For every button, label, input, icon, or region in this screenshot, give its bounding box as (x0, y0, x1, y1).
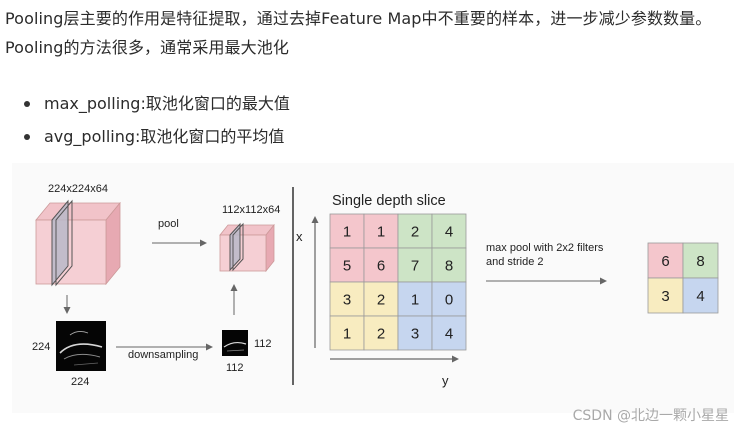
input-grid-cell (397, 213, 433, 249)
small-volume (219, 222, 275, 273)
pooling-figure: 224x224x64 pool 112x112x64 224 224 downs (12, 163, 734, 413)
input-grid-value: 4 (445, 223, 453, 240)
output-grid-cell (647, 277, 684, 314)
input-grid-cell (431, 247, 467, 283)
input-grid-cell (431, 281, 467, 317)
small-map-side-label: 112 (254, 338, 272, 350)
input-grid-value: 4 (445, 325, 453, 342)
input-grid-value: 1 (411, 291, 419, 308)
big-volume (35, 199, 121, 287)
input-grid-cell (363, 315, 399, 351)
small-feature-map-image (222, 330, 248, 356)
output-grid-cell (682, 277, 719, 314)
big-volume-label: 224x224x64 (48, 183, 108, 195)
input-grid-value: 1 (343, 223, 351, 240)
output-grid-value: 6 (661, 253, 669, 270)
pool-label: pool (158, 218, 179, 230)
input-grid-value: 1 (343, 325, 351, 342)
input-grid-cell (329, 315, 365, 351)
output-grid-value: 3 (661, 288, 669, 305)
bullet-max-pooling: max_polling:取池化窗口的最大值 (22, 87, 290, 120)
big-map-side-label: 224 (32, 341, 50, 353)
input-grid-cell (431, 213, 467, 249)
slice-title: Single depth slice (332, 193, 446, 209)
input-grid-value: 5 (343, 257, 351, 274)
output-grid-value: 8 (696, 253, 704, 270)
intro-paragraph: Pooling层主要的作用是特征提取，通过去掉Feature Map中不重要的样… (5, 9, 712, 57)
small-map-bottom-label: 112 (226, 362, 244, 374)
input-grid-value: 6 (377, 257, 385, 274)
watermark: CSDN @北边一颗小星星 (572, 408, 729, 424)
y-axis-label: y (442, 373, 449, 388)
input-grid-cell (329, 247, 365, 283)
input-grid-value: 0 (445, 291, 453, 308)
input-grid-value: 2 (411, 223, 419, 240)
bullet-avg-pooling: avg_polling:取池化窗口的平均值 (22, 120, 290, 153)
operation-label-line2: and stride 2 (486, 256, 543, 268)
downsampling-label: downsampling (128, 349, 198, 361)
input-grid-value: 2 (377, 291, 385, 308)
input-grid-value: 3 (343, 291, 351, 308)
input-grid-value: 2 (377, 325, 385, 342)
input-grid-cell (363, 247, 399, 283)
x-axis-label: x (296, 229, 303, 244)
big-feature-map-image (56, 321, 106, 371)
input-grid-value: 8 (445, 257, 453, 274)
input-grid-value: 7 (411, 257, 419, 274)
input-grid: 1 1 2 4 5 6 7 8 3 2 1 0 1 2 3 4 (329, 213, 467, 351)
output-grid-value: 4 (696, 288, 704, 305)
bullet-list: max_polling:取池化窗口的最大值 avg_polling:取池化窗口的… (22, 87, 290, 153)
output-grid: 6 8 3 4 (647, 242, 719, 314)
operation-label-line1: max pool with 2x2 filters (486, 242, 604, 254)
small-volume-label: 112x112x64 (222, 204, 280, 216)
input-grid-value: 3 (411, 325, 419, 342)
input-grid-cell (397, 315, 433, 351)
pooling-diagram: 224x224x64 pool 112x112x64 224 224 downs (32, 183, 719, 388)
input-grid-value: 1 (377, 223, 385, 240)
input-grid-cell (431, 315, 467, 351)
big-map-bottom-label: 224 (71, 376, 89, 388)
